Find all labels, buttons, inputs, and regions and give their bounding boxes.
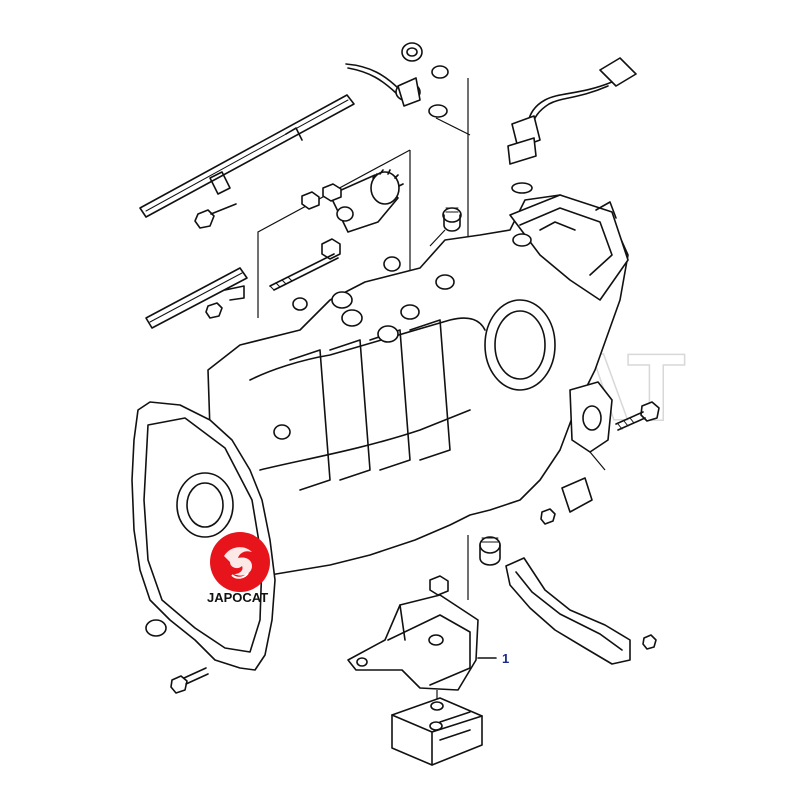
side-bracket-plate bbox=[569, 381, 613, 453]
logo-text: JAPOCAT bbox=[207, 590, 268, 605]
transmission-mount bbox=[347, 575, 479, 691]
neutral-switch-connector bbox=[507, 57, 637, 194]
speedometer-gear-assembly bbox=[301, 169, 404, 233]
shift-rail-lower bbox=[145, 267, 248, 329]
long-through-bolt bbox=[269, 238, 341, 291]
mount-bushing bbox=[479, 536, 501, 566]
speed-sensor-top bbox=[345, 42, 449, 118]
side-bolt-right bbox=[615, 401, 660, 431]
transmission-case-main bbox=[207, 194, 629, 576]
shift-rail-upper bbox=[139, 94, 355, 218]
japocat-logo: JAPOCAT bbox=[207, 532, 270, 605]
callout-1: 1 bbox=[477, 651, 509, 666]
rubber-mount-lower bbox=[391, 697, 483, 766]
bolt-small-upper bbox=[194, 203, 237, 229]
callout-label-1: 1 bbox=[502, 651, 509, 666]
spacer-block bbox=[540, 477, 593, 525]
front-adapter-plate bbox=[131, 401, 276, 694]
support-bracket-curved bbox=[505, 557, 657, 665]
bolt-small-lower bbox=[205, 302, 223, 319]
